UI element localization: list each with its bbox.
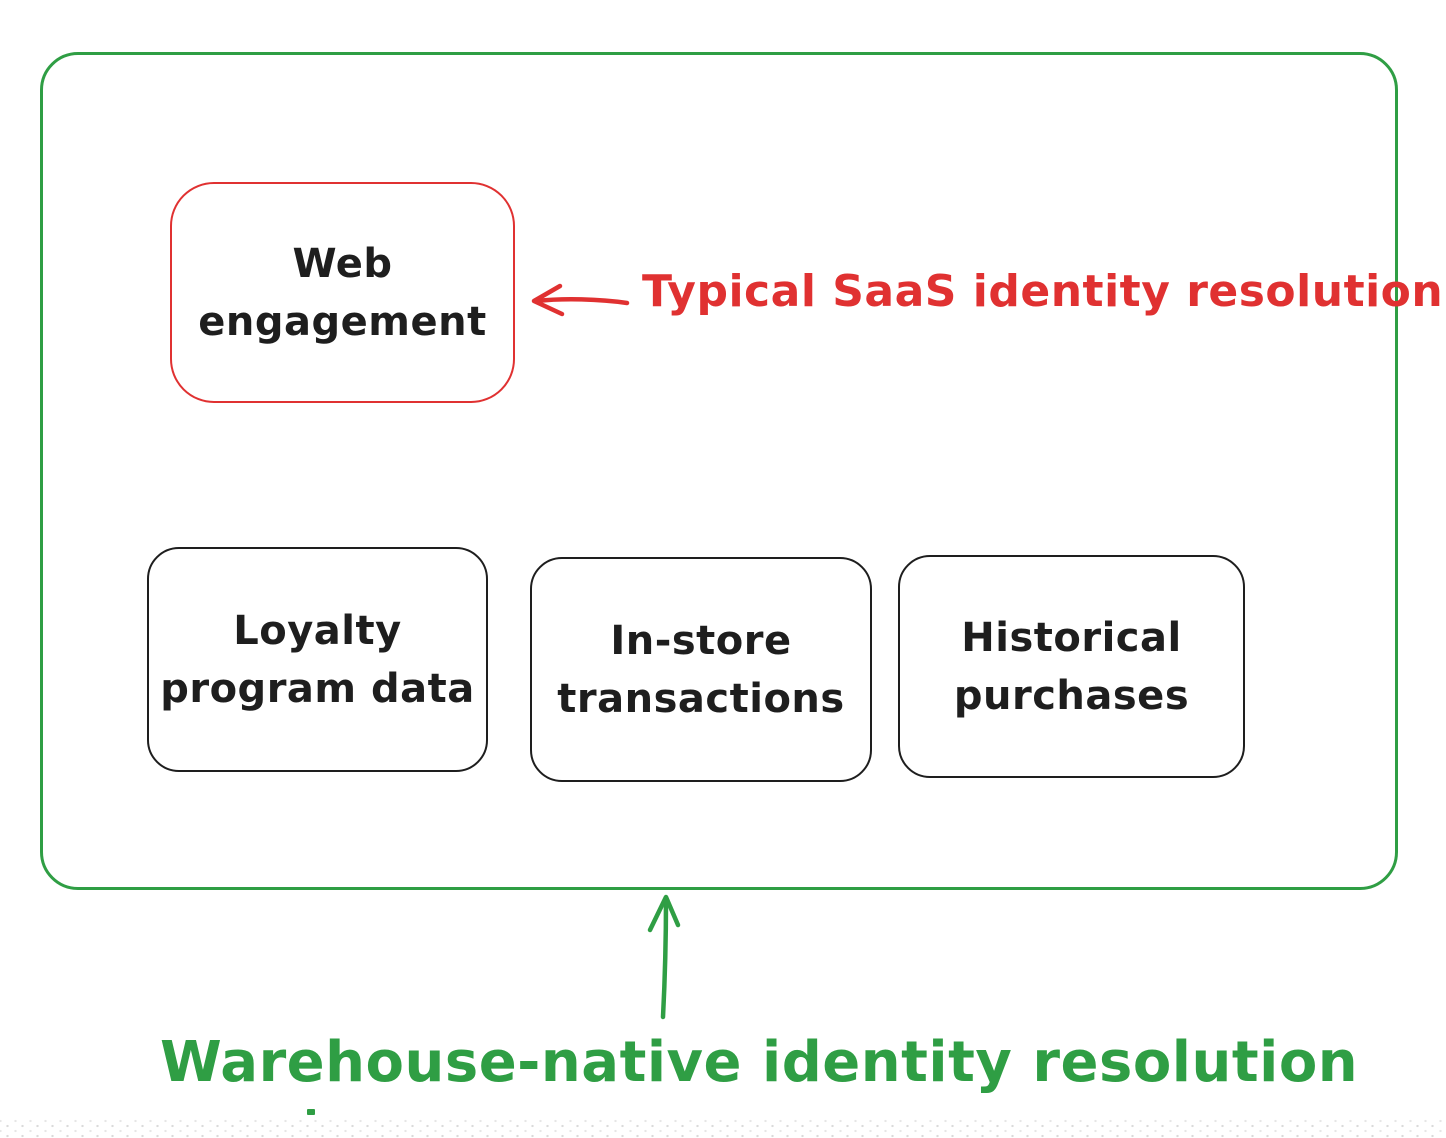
- bottom-dotted-texture: [0, 1119, 1446, 1138]
- stray-green-mark: [307, 1109, 315, 1115]
- web-engagement-box: Web engagement: [170, 182, 515, 403]
- loyalty-program-data-label: Loyalty program data: [160, 607, 475, 712]
- in-store-transactions-label: In-store transactions: [557, 617, 845, 722]
- warehouse-annotation-text: Warehouse-native identity resolution: [160, 1030, 1359, 1095]
- saas-annotation-text: Typical SaaS identity resolution: [642, 266, 1444, 317]
- web-engagement-label: Web engagement: [198, 240, 487, 345]
- historical-purchases-box: Historical purchases: [898, 555, 1245, 778]
- in-store-transactions-box: In-store transactions: [530, 557, 872, 782]
- historical-purchases-label: Historical purchases: [953, 614, 1190, 719]
- up-arrow-icon: [647, 894, 681, 1020]
- warehouse-container-frame: [40, 52, 1398, 890]
- loyalty-program-data-box: Loyalty program data: [147, 547, 488, 772]
